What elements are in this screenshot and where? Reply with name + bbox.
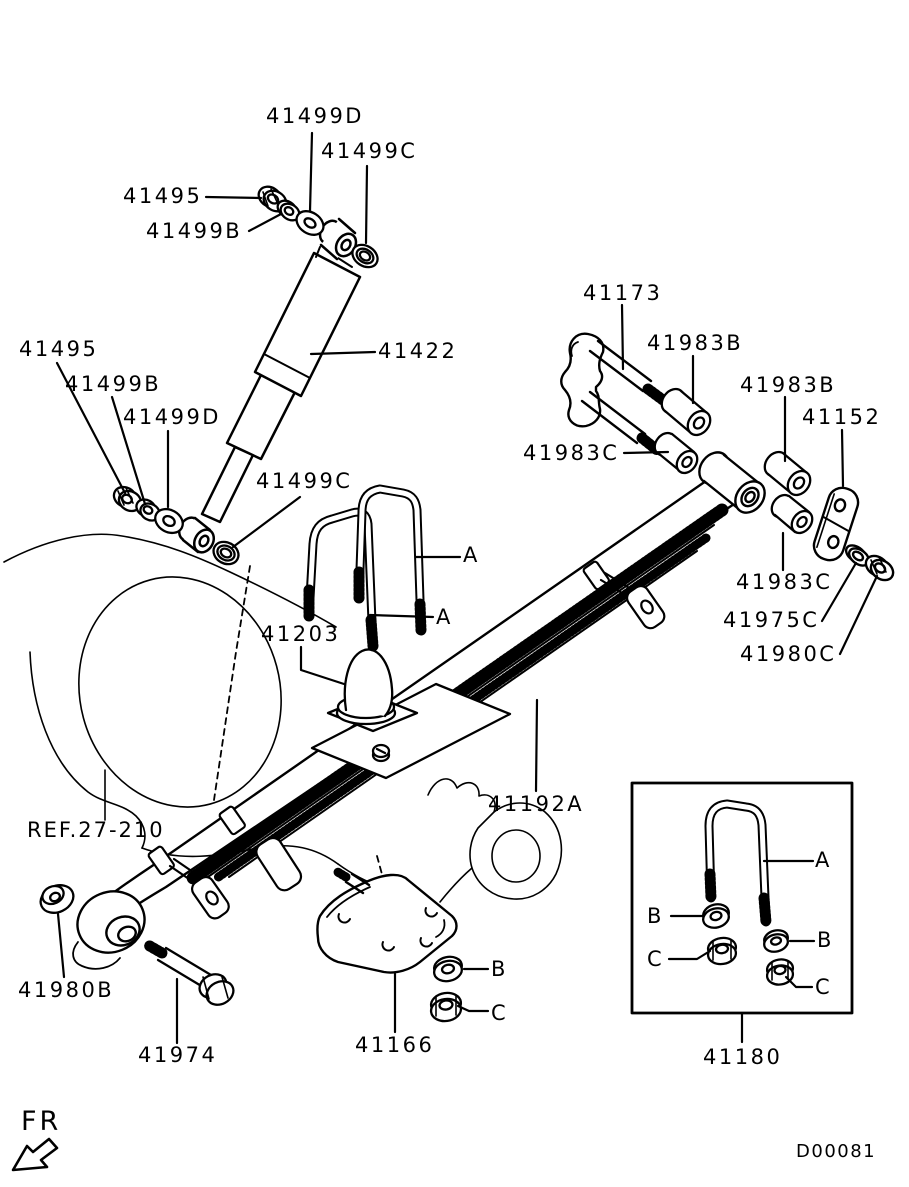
part-label-41980b: 41980B	[18, 978, 115, 1002]
part-label-41499c-upper: 41499C	[321, 139, 418, 163]
bushing-41983c-rear	[770, 493, 814, 535]
front-eye-fasteners	[39, 884, 235, 1006]
bolt-41173-upper	[588, 339, 669, 406]
part-label-41499c-lower: 41499C	[256, 469, 353, 493]
inset-u-bolt	[704, 799, 772, 928]
washer-41499c-upper	[351, 243, 379, 269]
part-label-41180: 41180	[703, 1045, 783, 1069]
inset-washer-b-left	[702, 903, 730, 929]
nut-41980b	[39, 884, 75, 914]
drawing-code: D00081	[796, 1141, 877, 1162]
part-label-41173: 41173	[583, 281, 663, 305]
shackle-plate-41152	[812, 486, 860, 562]
bushing-41983c-front	[653, 431, 699, 475]
part-label-41983b-rear: 41983B	[740, 373, 837, 397]
shock-bottom-eye	[177, 516, 216, 554]
shackle-assembly	[812, 486, 895, 582]
u-bolts	[303, 484, 427, 652]
part-label-41499b-upper: 41499B	[146, 219, 243, 243]
inset-kit-41180	[630, 781, 854, 1015]
part-label-41975c: 41975C	[723, 608, 820, 632]
part-label-41499b-lower: 41499B	[65, 372, 162, 396]
callout-a-inset: A	[815, 848, 832, 872]
front-marker-label: FR	[21, 1106, 62, 1137]
callout-b-inset-left: B	[647, 904, 664, 928]
part-label-41983c-rear: 41983C	[736, 570, 833, 594]
washer-b-main	[432, 955, 464, 983]
inset-nut-c-right	[765, 958, 795, 986]
bump-stop-and-seat	[310, 648, 512, 780]
part-label-41495-upper: 41495	[123, 184, 203, 208]
part-label-41152: 41152	[802, 405, 882, 429]
inset-nut-c-left	[706, 936, 738, 966]
spring-rear-eye	[698, 451, 766, 514]
seat-stud-nut	[371, 743, 391, 763]
u-bolt-front	[303, 507, 379, 652]
part-label-41974: 41974	[138, 1043, 218, 1067]
plate-hardware	[429, 955, 464, 1023]
washer-41499d-upper	[295, 210, 325, 236]
spring-plate-41166	[316, 866, 458, 974]
callout-b-inset-right: B	[817, 928, 834, 952]
reference-label-27-210: REF.27-210	[27, 818, 165, 842]
part-label-41499d-lower: 41499D	[123, 405, 221, 429]
callout-a-ubolt-rear: A	[463, 543, 480, 567]
part-label-41166: 41166	[355, 1033, 435, 1057]
part-label-41983c-front: 41983C	[523, 441, 620, 465]
bushing-41983b-rear	[763, 450, 812, 497]
callout-c-inset-right: C	[815, 975, 833, 999]
callout-c-inset-left: C	[647, 947, 665, 971]
callout-b-main: B	[491, 957, 508, 981]
shock-absorber	[177, 217, 362, 554]
nut-c-main	[429, 991, 463, 1023]
spring-front-eye	[72, 890, 146, 970]
washer-41499b-lower	[135, 498, 161, 522]
part-label-41495-lower: 41495	[19, 337, 99, 361]
washer-41499d-lower	[154, 507, 184, 535]
plate-stud	[331, 866, 371, 895]
part-label-41499d-upper: 41499D	[266, 104, 364, 128]
bolt-41974	[142, 939, 235, 1006]
callout-a-ubolt-front: A	[436, 605, 453, 629]
part-label-41983b-front: 41983B	[647, 331, 744, 355]
spring-bushings	[653, 387, 814, 535]
part-label-41422: 41422	[378, 339, 458, 363]
part-label-41203: 41203	[261, 622, 341, 646]
inset-washer-b-right	[763, 929, 789, 953]
shock-mount-hardware-top	[257, 185, 379, 269]
bushing-41983b-front	[660, 387, 712, 437]
washer-41499b-upper	[276, 199, 301, 222]
callout-c-main: C	[491, 1001, 509, 1025]
u-bolt-rear	[353, 484, 427, 636]
front-direction-arrow	[11, 1137, 59, 1172]
front-hanger-and-bolts	[560, 332, 669, 456]
part-label-41192a: 41192A	[488, 792, 585, 816]
part-label-41980c: 41980C	[740, 642, 837, 666]
leader-lines	[55, 131, 879, 1045]
spring-clamps	[147, 560, 666, 920]
